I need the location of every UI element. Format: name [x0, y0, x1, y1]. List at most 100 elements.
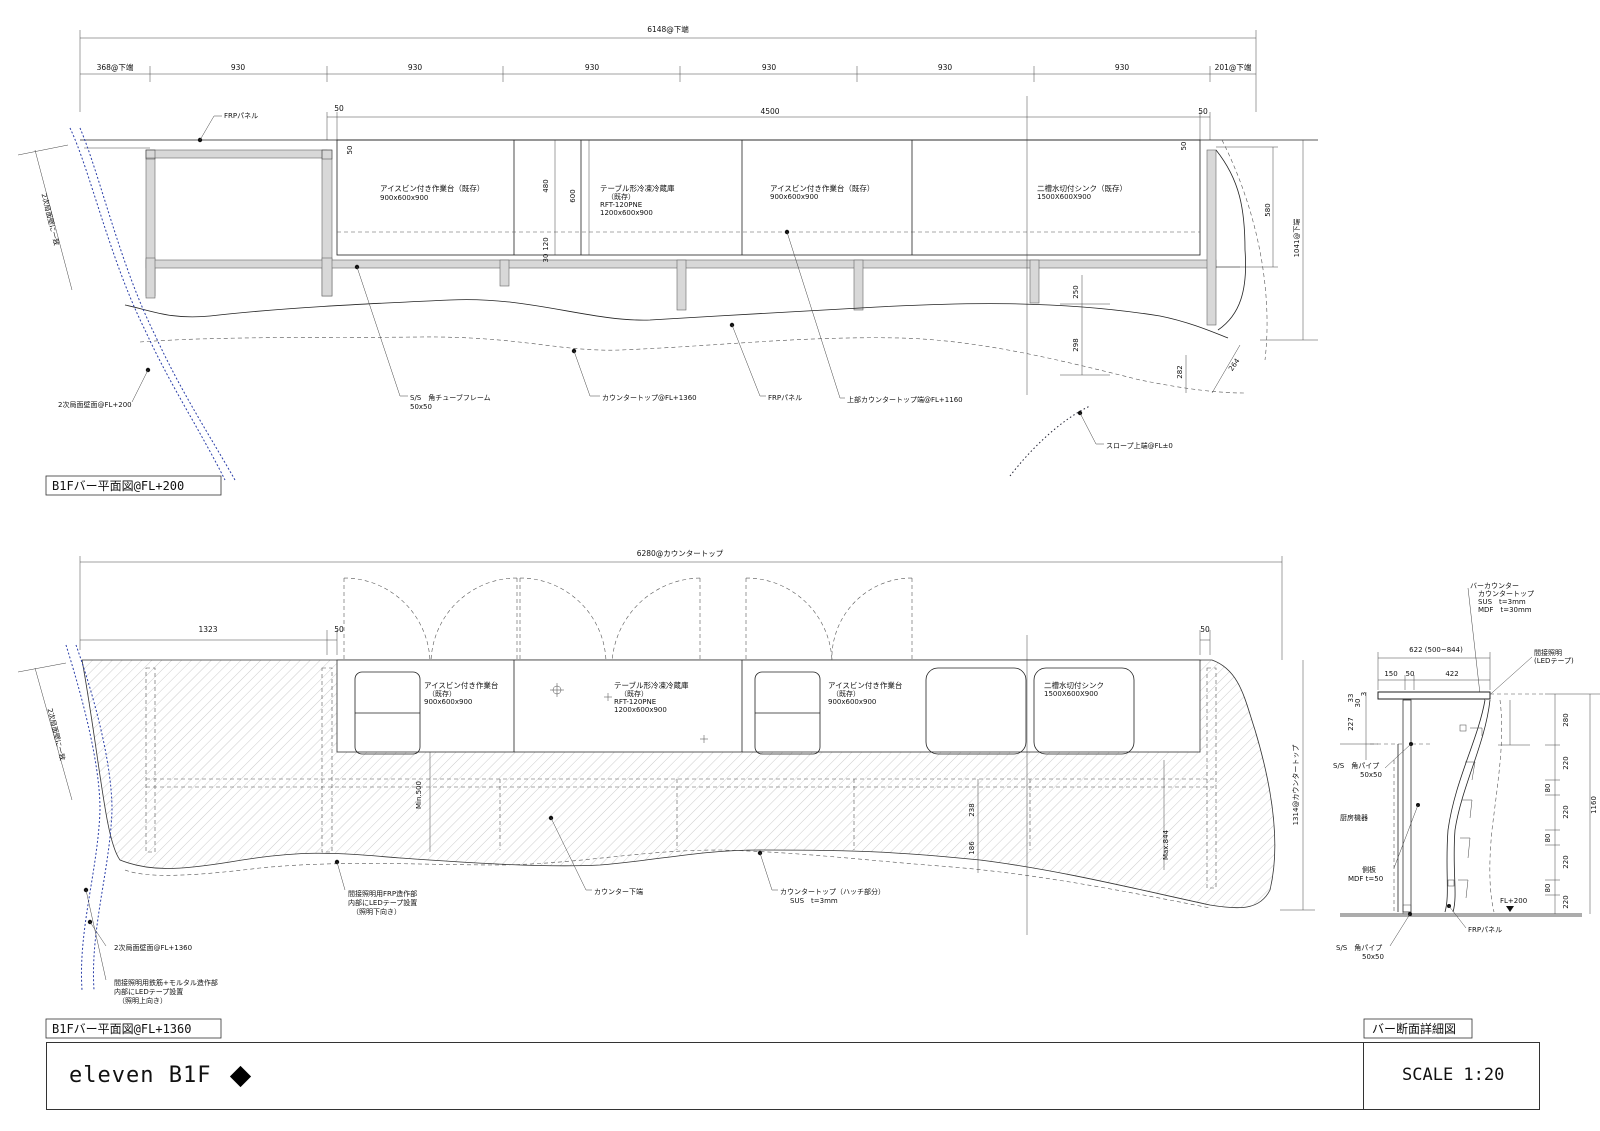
p2-under: カウンター下端	[594, 887, 643, 896]
seg-6: 930	[1115, 63, 1130, 72]
sec-fl: FL+200	[1500, 897, 1527, 905]
p2-eq4-sub: 1500X600X900	[1044, 690, 1098, 698]
sec-h4: MDF t=30mm	[1478, 606, 1532, 614]
p2-eq3-name: アイスビン付き作業台	[828, 680, 902, 690]
scale-label: SCALE 1:20	[1402, 1065, 1505, 1085]
p2-light1: 間接照明用FRP造作部	[348, 889, 417, 898]
p2-mortar1: 間接照明用鉄筋+モルタル造作部	[114, 978, 218, 987]
note-slope: スロープ上端@FL±0	[1106, 441, 1173, 450]
p2-mortar3: （照明上向き）	[118, 996, 167, 1005]
plan-lower: 6280@カウンタートップ 1323 50 50	[17, 549, 1315, 1039]
seg-3: 930	[585, 63, 600, 72]
p2-top2: SUS t=3mm	[790, 897, 838, 905]
dim-30: 30	[542, 254, 550, 263]
sec-d80b: 80	[1544, 834, 1552, 843]
sec-pipe1a: S/S 角パイプ	[1333, 761, 1379, 770]
p2-light3: （照明下向き）	[352, 907, 401, 916]
note-upper-counter: 上部カウンタートップ端@FL+1160	[847, 395, 963, 404]
dim-1323: 1323	[198, 625, 217, 634]
sec-light1: 間接照明	[1534, 648, 1562, 657]
dim-50-v2: 50	[1180, 142, 1188, 151]
p2-top1: カウンタートップ（ハッチ部分）	[780, 887, 885, 896]
seg-7: 201@下端	[1215, 62, 1252, 72]
eq1-name: アイスビン付き作業台（既存）	[380, 183, 484, 193]
note-frame-1: S/S 角チューブフレーム	[410, 393, 491, 402]
dim-4500: 4500	[760, 107, 779, 116]
section-title: バー断面詳細図	[1372, 1021, 1456, 1036]
seg-1: 930	[231, 63, 246, 72]
plan2-left-label: 2次局面壁に一致	[46, 707, 68, 761]
sec-d220c: 220	[1562, 855, 1570, 868]
note-counter-top: カウンタートップ@FL+1360	[602, 393, 697, 402]
title-block: eleven B1F SCALE 1:20	[46, 1042, 1540, 1110]
dim-580: 580	[1264, 203, 1272, 216]
sec-d220a: 220	[1562, 756, 1570, 769]
title-divider	[1363, 1043, 1364, 1109]
p2-eq2-sub1: （既存）	[620, 689, 648, 698]
sec-d150: 150	[1384, 670, 1397, 678]
dim-480: 480	[542, 179, 550, 192]
sec-pipe2a: S/S 角パイプ	[1336, 943, 1382, 952]
sec-pipe2b: 50x50	[1362, 953, 1384, 961]
sec-d220d: 220	[1562, 895, 1570, 908]
sec-d30: 30	[1354, 699, 1362, 708]
sec-d80c: 80	[1544, 884, 1552, 893]
seg-0: 368@下端	[97, 62, 134, 72]
note-frp-top: FRPパネル	[224, 112, 258, 120]
dim-120: 120	[542, 237, 550, 250]
p2-eq2-sub2: RFT-120PNE	[614, 698, 656, 706]
sec-d50: 50	[1406, 670, 1415, 678]
sec-light2: (LEDテープ)	[1534, 657, 1574, 665]
sec-d227: 227	[1347, 717, 1355, 730]
sec-d80a: 80	[1544, 784, 1552, 793]
p2-light2: 内部にLEDテープ設置	[348, 898, 417, 907]
plan2-right-dim: 1314@カウンタートップ	[1291, 745, 1300, 826]
dim-250: 250	[1072, 285, 1080, 298]
sec-d33: 33	[1347, 694, 1355, 703]
dim-50r: 50	[1200, 625, 1210, 634]
sec-h3: SUS t=3mm	[1478, 598, 1526, 606]
dim-1041: 1041@下端	[1292, 219, 1301, 258]
sec-d622: 622 (500~844)	[1409, 646, 1463, 654]
dim-264: 264	[1227, 357, 1242, 373]
sec-frp: FRPパネル	[1468, 926, 1502, 934]
sec-d220b: 220	[1562, 805, 1570, 818]
sec-d3: 3	[1360, 692, 1368, 696]
dim-50l: 50	[334, 625, 344, 634]
sec-h1: バーカウンター	[1470, 581, 1519, 590]
note-frp-bottom: FRPパネル	[768, 394, 802, 402]
sec-pipe1b: 50x50	[1360, 771, 1382, 779]
dim-50-right: 50	[1198, 107, 1208, 116]
plan1-overall-dim: 6148@下端	[647, 24, 689, 34]
sec-d422: 422	[1445, 670, 1458, 678]
seg-5: 930	[938, 63, 953, 72]
eq3-size: 900x600x900	[770, 193, 818, 201]
dim-600: 600	[569, 189, 577, 202]
max-844: Max.844	[1162, 829, 1170, 860]
project-name: eleven B1F	[69, 1063, 212, 1088]
sec-side1: 側板	[1362, 865, 1376, 874]
eq2-size: 1200x600x900	[600, 209, 653, 217]
p2-eq1-name: アイスビン付き作業台	[424, 680, 498, 690]
p2-eq3-sub: （既存）	[832, 689, 860, 698]
plan1-title: B1Fバー平面図@FL+200	[52, 479, 184, 493]
seg-4: 930	[762, 63, 777, 72]
section-detail: バーカウンター カウンタートップ SUS t=3mm MDF t=30mm 間接…	[1333, 581, 1600, 1039]
eq2-sub2: RFT-120PNE	[600, 201, 642, 209]
seg-2: 930	[408, 63, 423, 72]
p2-wall: 2次局面壁面@FL+1360	[114, 943, 192, 952]
sec-side2: MDF t=50	[1348, 875, 1383, 883]
p2-eq1-size: 900x600x900	[424, 698, 472, 706]
eq2-name: テーブル形冷凍冷蔵庫	[600, 183, 675, 193]
diamond-icon	[229, 1065, 252, 1088]
eq4-size: 1500X600X900	[1037, 193, 1091, 201]
note-frame-2: 50x50	[410, 403, 432, 411]
plan2-title: B1Fバー平面図@FL+1360	[52, 1022, 191, 1036]
dim-50-v1: 50	[346, 146, 354, 155]
eq4-name: 二槽水切付シンク（既存）	[1037, 183, 1127, 193]
note-wall-200: 2次局面壁面@FL+200	[58, 400, 132, 409]
p2-eq3-size: 900x600x900	[828, 698, 876, 706]
sec-d280: 280	[1562, 713, 1570, 726]
plan2-overall: 6280@カウンタートップ	[637, 549, 724, 558]
